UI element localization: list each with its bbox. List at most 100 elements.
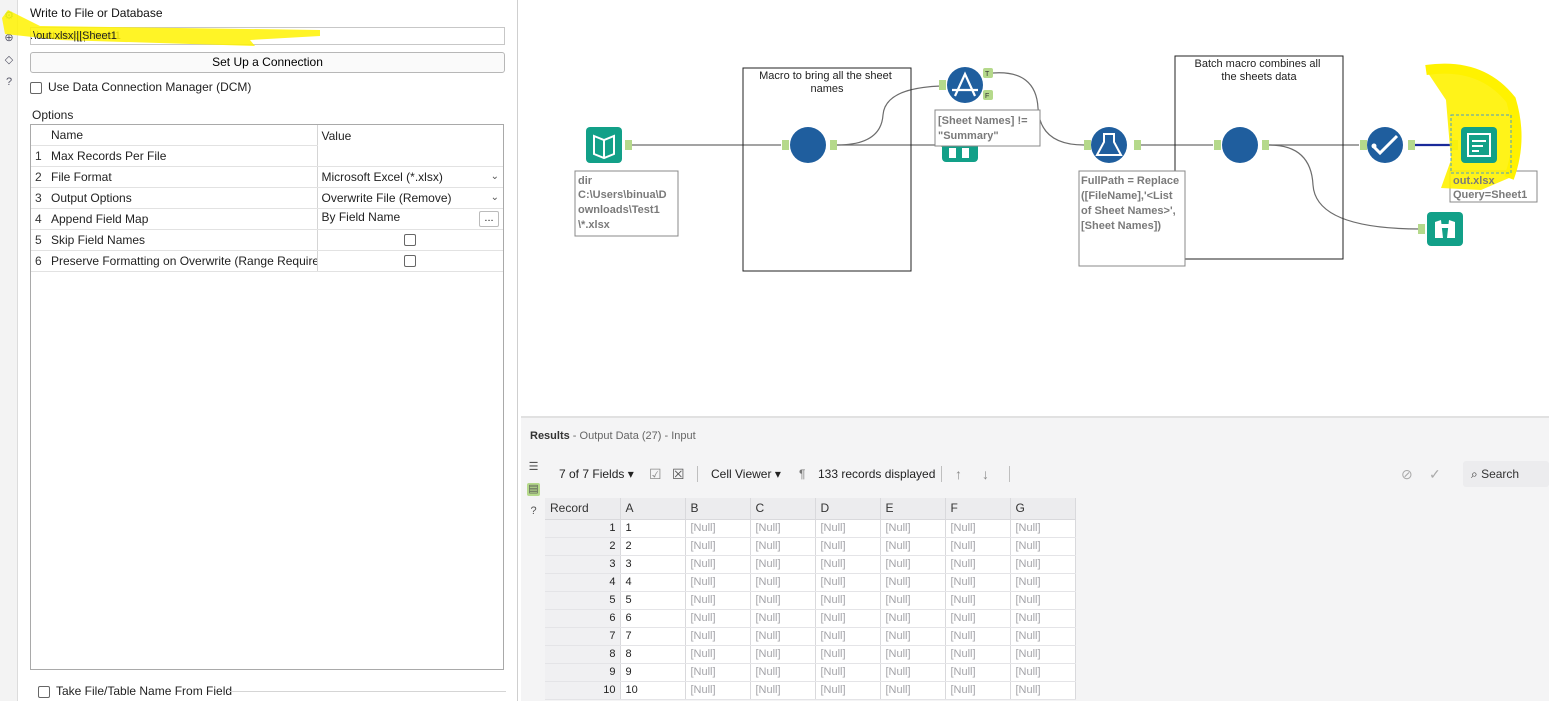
viewer-dropdown[interactable]: Cell Viewer ▾ [711,467,781,481]
cancel-icon[interactable]: ⊘ [1401,466,1413,482]
null-cell[interactable]: [Null] [750,681,816,700]
select-tool[interactable] [1360,127,1415,163]
append-field-map-value[interactable]: By Field Name... [317,208,503,230]
setup-connection-button[interactable]: Set Up a Connection [30,52,505,73]
null-cell[interactable]: [Null] [1010,627,1076,646]
null-cell[interactable]: [Null] [945,591,1011,610]
null-cell[interactable]: [Null] [945,519,1011,538]
workflow-canvas[interactable]: T F [521,0,1549,416]
null-cell[interactable]: [Null] [880,537,946,556]
null-cell[interactable]: [Null] [815,573,881,592]
null-cell[interactable]: [Null] [750,627,816,646]
null-cell[interactable]: [Null] [945,609,1011,628]
null-cell[interactable]: [Null] [945,555,1011,574]
null-cell[interactable]: [Null] [815,681,881,700]
cell-a[interactable]: 3 [620,555,686,574]
null-cell[interactable]: [Null] [685,537,751,556]
option-row[interactable]: 2 File Format Microsoft Excel (*.xlsx)⌄ [31,166,503,188]
null-cell[interactable]: [Null] [685,555,751,574]
option-row[interactable]: 1 Max Records Per File [31,145,503,167]
cell-a[interactable]: 1 [620,519,686,538]
column-header[interactable]: D [815,498,881,520]
cell-a[interactable]: 8 [620,645,686,664]
skip-field-names-checkbox[interactable] [404,234,417,247]
clear-icon[interactable]: ☒ [672,466,685,482]
null-cell[interactable]: [Null] [880,519,946,538]
filter-tool[interactable] [939,67,993,103]
option-row[interactable]: 5 Skip Field Names [31,229,503,251]
null-cell[interactable]: [Null] [815,645,881,664]
cell-a[interactable]: 6 [620,609,686,628]
null-cell[interactable]: [Null] [880,609,946,628]
batch-macro-tool[interactable] [1214,127,1269,163]
column-header[interactable]: A [620,498,686,520]
cell-a[interactable]: 5 [620,591,686,610]
null-cell[interactable]: [Null] [880,645,946,664]
null-cell[interactable]: [Null] [1010,591,1076,610]
field-map-browse-button[interactable]: ... [479,211,499,227]
null-cell[interactable]: [Null] [685,627,751,646]
null-cell[interactable]: [Null] [685,591,751,610]
null-cell[interactable]: [Null] [815,663,881,682]
null-cell[interactable]: [Null] [815,537,881,556]
apply-check-icon[interactable]: ✓ [1429,466,1441,482]
null-cell[interactable]: [Null] [750,519,816,538]
container-sheet-names[interactable] [742,67,912,272]
null-cell[interactable]: [Null] [1010,573,1076,592]
null-cell[interactable]: [Null] [880,555,946,574]
column-header[interactable]: C [750,498,816,520]
column-header[interactable]: F [945,498,1011,520]
null-cell[interactable]: [Null] [880,681,946,700]
null-cell[interactable]: [Null] [945,645,1011,664]
output-options-select[interactable]: Overwrite File (Remove)⌄ [317,187,503,209]
null-cell[interactable]: [Null] [815,591,881,610]
column-header[interactable]: G [1010,498,1076,520]
null-cell[interactable]: [Null] [1010,663,1076,682]
column-header[interactable]: E [880,498,946,520]
macro-sheet-names-tool[interactable] [782,127,837,163]
null-cell[interactable]: [Null] [750,537,816,556]
null-cell[interactable]: [Null] [685,609,751,628]
null-cell[interactable]: [Null] [880,627,946,646]
option-row[interactable]: 6 Preserve Formatting on Overwrite (Rang… [31,250,503,272]
null-cell[interactable]: [Null] [880,663,946,682]
container-batch-macro[interactable] [1174,55,1344,260]
null-cell[interactable]: [Null] [685,681,751,700]
help-icon[interactable]: ? [5,76,13,88]
pilcrow-icon[interactable]: ¶ [799,467,806,481]
null-cell[interactable]: [Null] [1010,537,1076,556]
input-data-tool[interactable] [586,127,632,163]
help-icon[interactable]: ? [530,505,537,517]
cell-a[interactable]: 7 [620,627,686,646]
null-cell[interactable]: [Null] [750,573,816,592]
fields-dropdown[interactable]: 7 of 7 Fields ▾ [559,467,634,481]
null-cell[interactable]: [Null] [750,609,816,628]
cell-a[interactable]: 10 [620,681,686,700]
formula-tool[interactable] [1084,127,1141,163]
null-cell[interactable]: [Null] [945,537,1011,556]
null-cell[interactable]: [Null] [750,591,816,610]
take-file-name-option[interactable]: Take File/Table Name From Field [38,684,232,698]
null-cell[interactable]: [Null] [750,555,816,574]
null-cell[interactable]: [Null] [750,663,816,682]
null-cell[interactable]: [Null] [685,663,751,682]
null-cell[interactable]: [Null] [945,573,1011,592]
null-cell[interactable]: [Null] [750,645,816,664]
connection-icon[interactable]: ⊕ [4,32,14,44]
null-cell[interactable]: [Null] [1010,681,1076,700]
dcm-checkbox[interactable] [30,81,42,94]
null-cell[interactable]: [Null] [945,627,1011,646]
arrow-up-icon[interactable]: ↑ [955,466,962,482]
cell-a[interactable]: 4 [620,573,686,592]
null-cell[interactable]: [Null] [945,663,1011,682]
null-cell[interactable]: [Null] [815,609,881,628]
null-cell[interactable]: [Null] [815,555,881,574]
null-cell[interactable]: [Null] [815,519,881,538]
